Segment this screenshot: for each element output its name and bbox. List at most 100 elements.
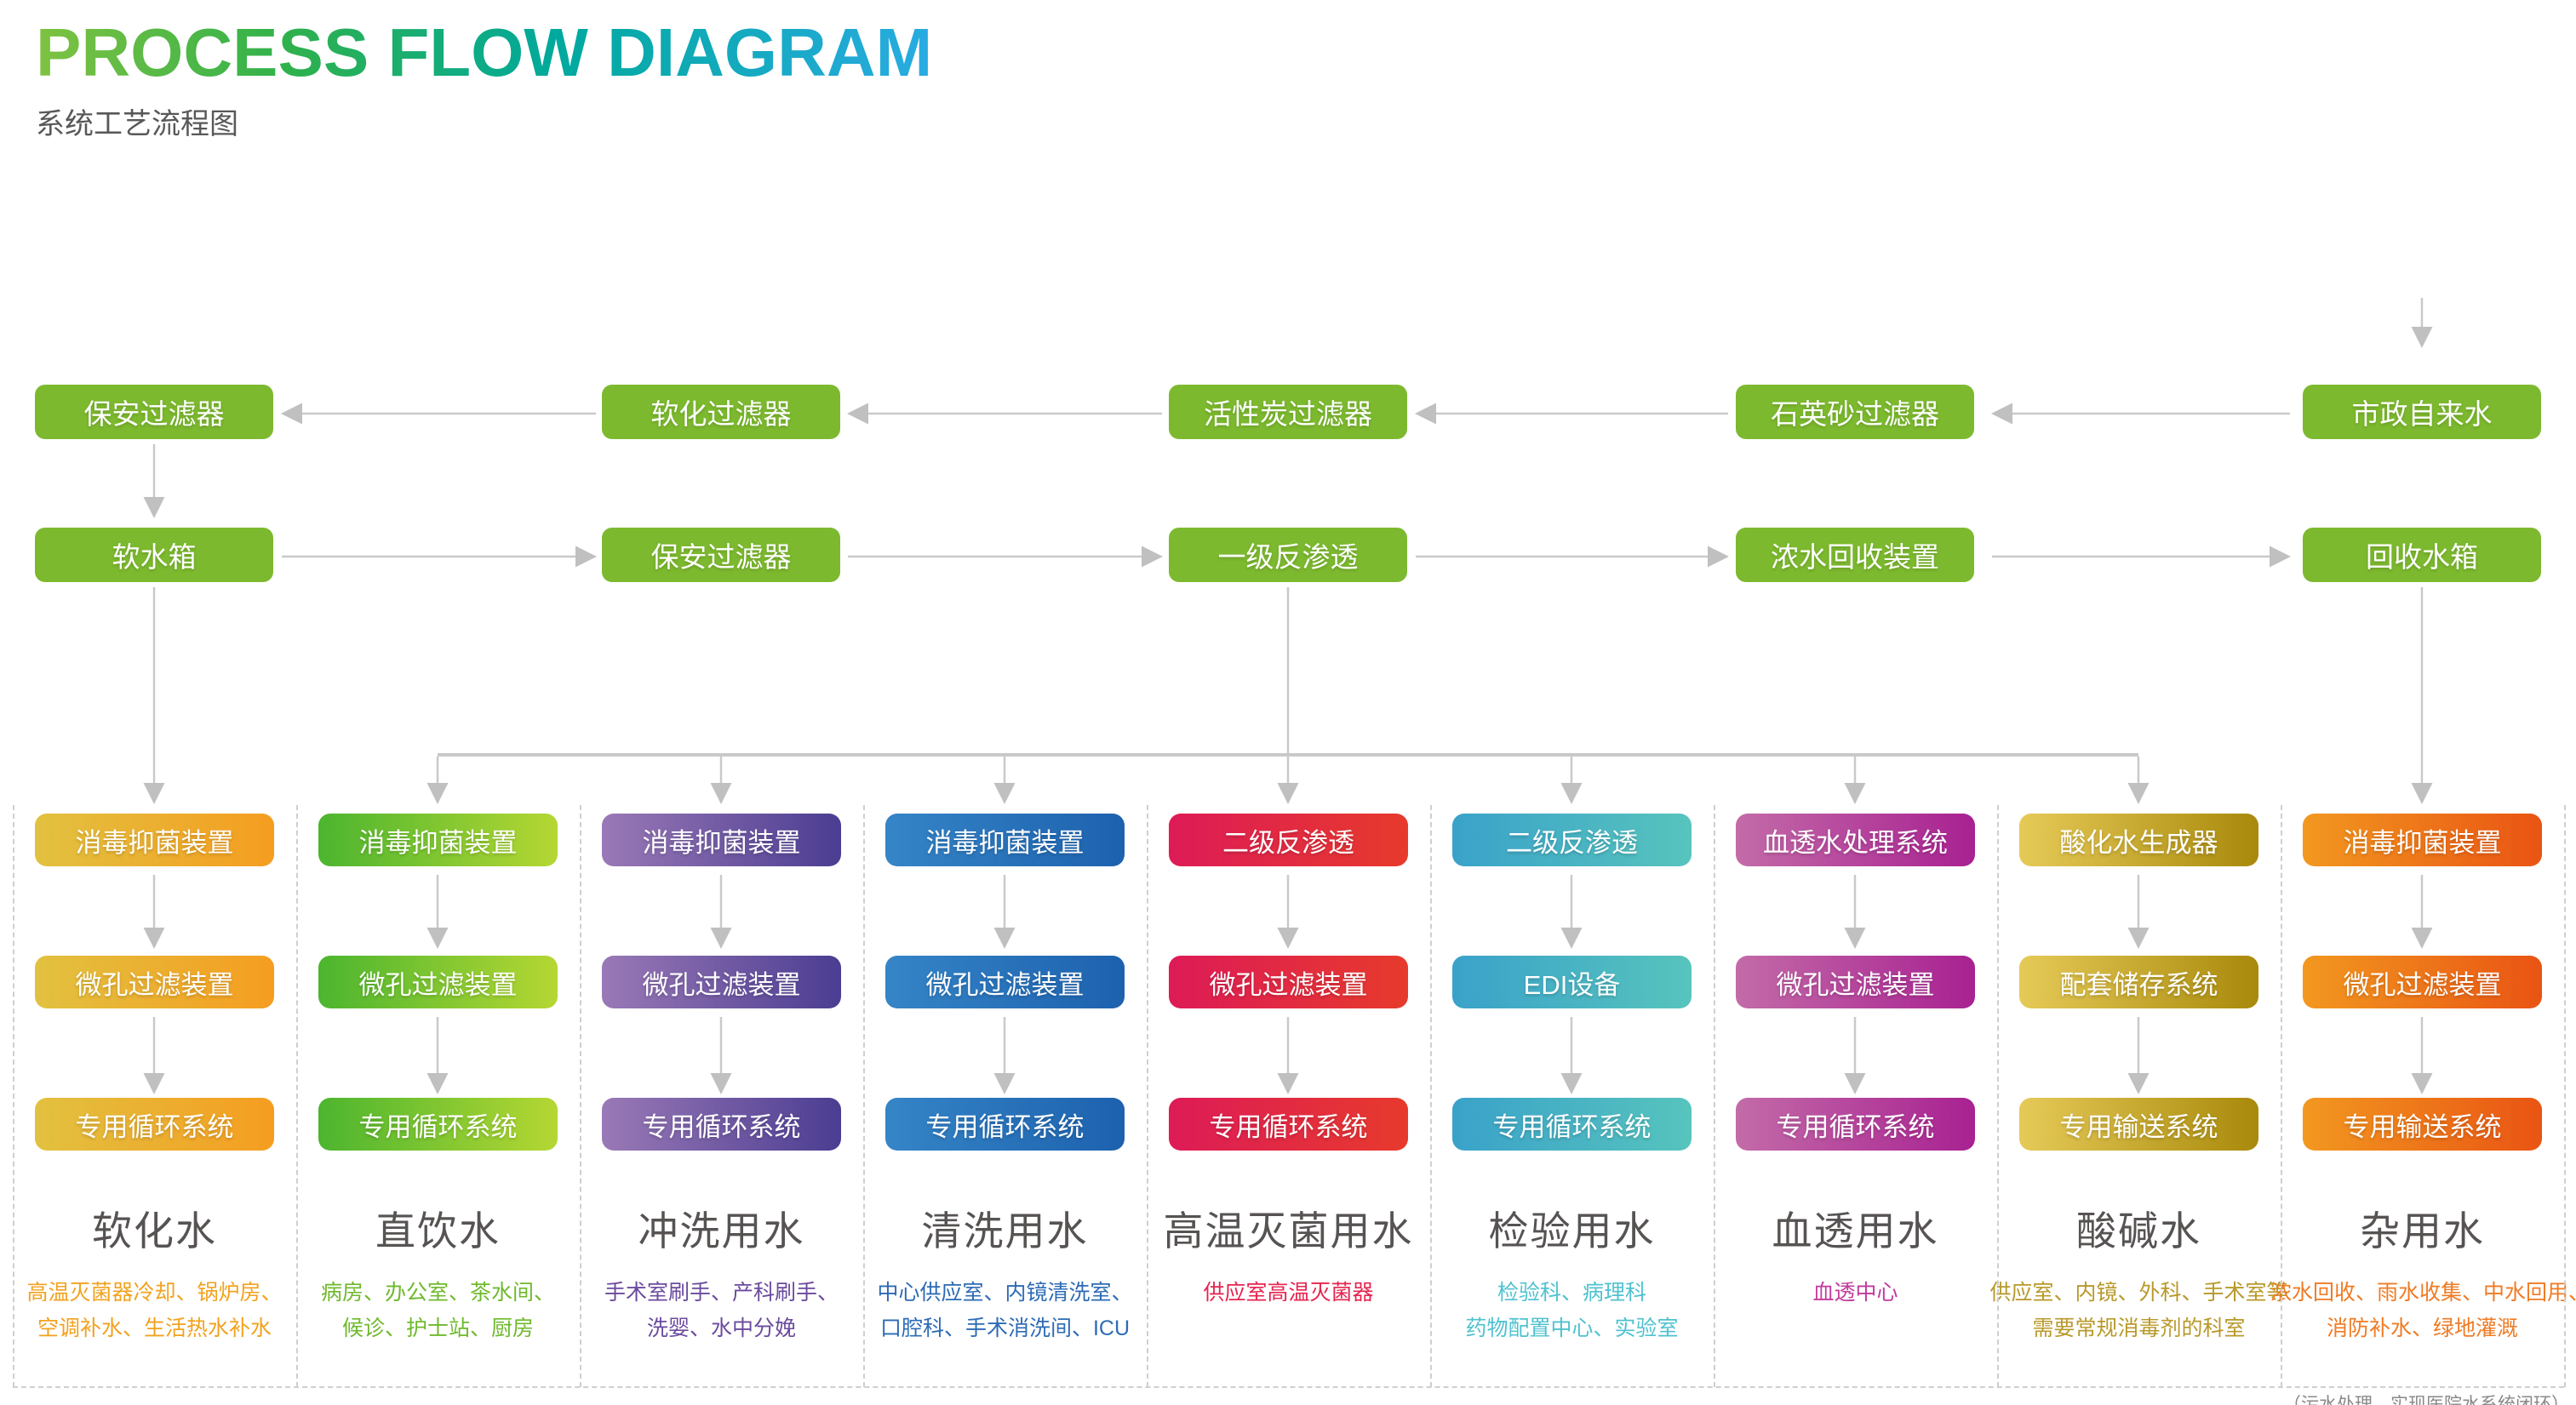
pretreatment-box: 保安过滤器: [35, 385, 273, 439]
column-divider: [296, 805, 298, 1387]
column-divider: [13, 805, 14, 1387]
usage-line: 检验科、病理科: [1497, 1281, 1646, 1305]
column-divider: [580, 805, 581, 1387]
branch-system-bubble: 专用循环系统: [1736, 1098, 1975, 1166]
branch-step-box: 血透水处理系统: [1736, 814, 1975, 866]
branch-column: 酸化水生成器配套储存系统专用输送系统酸碱水供应室、内镜、外科、手术室等需要常规消…: [1989, 0, 2288, 1405]
usage-line: 药物配置中心、实验室: [1465, 1316, 1679, 1340]
usage-line: 供应室、内镜、外科、手术室等: [1989, 1281, 2288, 1305]
pretreatment-box: 市政自来水: [2303, 385, 2541, 439]
bubble-pointer-icon: [1556, 1134, 1588, 1166]
bubble-pointer-icon: [989, 1134, 1021, 1166]
pretreatment-box: 回收水箱: [2303, 528, 2541, 582]
footnote: （污水处理，实现医院水系统闭环）: [2283, 1395, 2569, 1405]
branch-column: 消毒抑菌装置微孔过滤装置专用输送系统杂用水浓水回收、雨水收集、中水回用、消防补水…: [2270, 0, 2576, 1405]
diagram-header: PROCESS FLOW DIAGRAM 系统工艺流程图: [36, 17, 932, 142]
column-divider: [2281, 805, 2282, 1387]
branch-step-box: 消毒抑菌装置: [318, 814, 558, 866]
branch-step-box: EDI设备: [1452, 956, 1692, 1008]
bubble-pointer-icon: [706, 1134, 737, 1166]
branch-system-bubble: 专用循环系统: [602, 1098, 841, 1166]
branch-step-box: 配套储存系统: [2019, 956, 2258, 1008]
water-type-title: 清洗用水: [921, 1208, 1089, 1254]
usage-line: 病房、办公室、茶水间、: [320, 1281, 555, 1305]
usage-line: 空调补水、生活热水补水: [37, 1316, 272, 1340]
bubble-pointer-icon: [139, 1134, 170, 1166]
branch-step-box: 微孔过滤装置: [1736, 956, 1975, 1008]
branch-system-bubble: 专用输送系统: [2303, 1098, 2542, 1166]
pretreatment-box: 浓水回收装置: [1736, 528, 1974, 582]
branch-step-box: 消毒抑菌装置: [885, 814, 1125, 866]
column-divider: [1430, 805, 1432, 1387]
branch-system-bubble: 专用循环系统: [35, 1098, 274, 1166]
water-type-title: 杂用水: [2360, 1208, 2485, 1254]
bubble-pointer-icon: [2123, 1134, 2155, 1166]
usage-line: 消防补水、绿地灌溉: [2326, 1316, 2518, 1340]
usage-description: 中心供应室、内镜清洗室、口腔科、手术消洗间、ICU: [853, 1275, 1157, 1346]
branch-step-box: 微孔过滤装置: [602, 956, 841, 1008]
branch-column: 二级反渗透微孔过滤装置专用循环系统高温灭菌用水供应室高温灭菌器: [1147, 0, 1430, 1405]
branch-system-bubble: 专用循环系统: [885, 1098, 1125, 1166]
water-type-title: 冲洗用水: [638, 1208, 805, 1254]
usage-description: 病房、办公室、茶水间、候诊、护士站、厨房: [286, 1275, 590, 1346]
bubble-pointer-icon: [1840, 1134, 1871, 1166]
branch-column: 消毒抑菌装置微孔过滤装置专用循环系统直饮水病房、办公室、茶水间、候诊、护士站、厨…: [296, 0, 580, 1405]
usage-description: 血透中心: [1703, 1275, 2007, 1311]
branch-column: 血透水处理系统微孔过滤装置专用循环系统血透用水血透中心: [1714, 0, 1997, 1405]
bottom-divider: [13, 1386, 2564, 1388]
branch-step-box: 微孔过滤装置: [885, 956, 1125, 1008]
column-divider: [863, 805, 865, 1387]
usage-line: 手术室刷手、产科刷手、: [604, 1281, 839, 1305]
page-title: PROCESS FLOW DIAGRAM: [36, 14, 933, 90]
branch-system-bubble: 专用循环系统: [1452, 1098, 1692, 1166]
branch-column: 消毒抑菌装置微孔过滤装置专用循环系统软化水高温灭菌器冷却、锅炉房、空调补水、生活…: [13, 0, 296, 1405]
branch-step-box: 微孔过滤装置: [318, 956, 558, 1008]
usage-line: 候诊、护士站、厨房: [341, 1316, 534, 1340]
water-type-title: 酸碱水: [2076, 1208, 2201, 1254]
water-type-title: 检验用水: [1488, 1208, 1656, 1254]
branch-step-box: 消毒抑菌装置: [602, 814, 841, 866]
water-type-title: 血透用水: [1772, 1208, 1939, 1254]
column-divider: [1714, 805, 1715, 1387]
branch-step-box: 二级反渗透: [1169, 814, 1408, 866]
bubble-pointer-icon: [2407, 1134, 2438, 1166]
usage-description: 浓水回收、雨水收集、中水回用、消防补水、绿地灌溉: [2270, 1275, 2576, 1346]
pretreatment-box: 石英砂过滤器: [1736, 385, 1974, 439]
usage-description: 高温灭菌器冷却、锅炉房、空调补水、生活热水补水: [3, 1275, 306, 1346]
bubble-pointer-icon: [422, 1134, 454, 1166]
branch-system-bubble: 专用循环系统: [318, 1098, 558, 1166]
bubble-pointer-icon: [1273, 1134, 1304, 1166]
branch-step-box: 微孔过滤装置: [2303, 956, 2542, 1008]
usage-description: 供应室高温灭菌器: [1136, 1275, 1440, 1311]
branch-step-box: 消毒抑菌装置: [35, 814, 274, 866]
water-type-title: 高温灭菌用水: [1163, 1208, 1414, 1254]
usage-line: 需要常规消毒剂的科室: [2032, 1316, 2246, 1340]
pretreatment-box: 活性炭过滤器: [1169, 385, 1407, 439]
branch-step-box: 消毒抑菌装置: [2303, 814, 2542, 866]
usage-description: 手术室刷手、产科刷手、洗婴、水中分娩: [570, 1275, 873, 1346]
column-divider: [1997, 805, 1999, 1387]
usage-line: 血透中心: [1812, 1281, 1898, 1305]
water-type-title: 直饮水: [375, 1208, 501, 1254]
usage-line: 供应室高温灭菌器: [1203, 1281, 1374, 1305]
branch-step-box: 微孔过滤装置: [1169, 956, 1408, 1008]
page-subtitle: 系统工艺流程图: [36, 108, 238, 140]
branch-column: 消毒抑菌装置微孔过滤装置专用循环系统清洗用水中心供应室、内镜清洗室、口腔科、手术…: [863, 0, 1147, 1405]
branch-step-box: 微孔过滤装置: [35, 956, 274, 1008]
usage-description: 检验科、病理科药物配置中心、实验室: [1420, 1275, 1724, 1346]
pretreatment-box: 软化过滤器: [602, 385, 840, 439]
usage-line: 口腔科、手术消洗间、ICU: [879, 1316, 1131, 1340]
usage-description: 供应室、内镜、外科、手术室等需要常规消毒剂的科室: [1987, 1275, 2291, 1346]
branch-step-box: 二级反渗透: [1452, 814, 1692, 866]
pretreatment-box: 一级反渗透: [1169, 528, 1407, 582]
column-divider: [2564, 805, 2566, 1387]
branch-system-bubble: 专用循环系统: [1169, 1098, 1408, 1166]
usage-line: 浓水回收、雨水收集、中水回用、: [2270, 1281, 2576, 1305]
column-divider: [1147, 805, 1148, 1387]
branch-column: 二级反渗透 EDI设备专用循环系统检验用水检验科、病理科药物配置中心、实验室: [1430, 0, 1714, 1405]
usage-line: 洗婴、水中分娩: [646, 1316, 796, 1340]
pretreatment-box: 软水箱: [35, 528, 273, 582]
usage-line: 中心供应室、内镜清洗室、: [877, 1281, 1133, 1305]
water-type-title: 软化水: [92, 1208, 217, 1254]
